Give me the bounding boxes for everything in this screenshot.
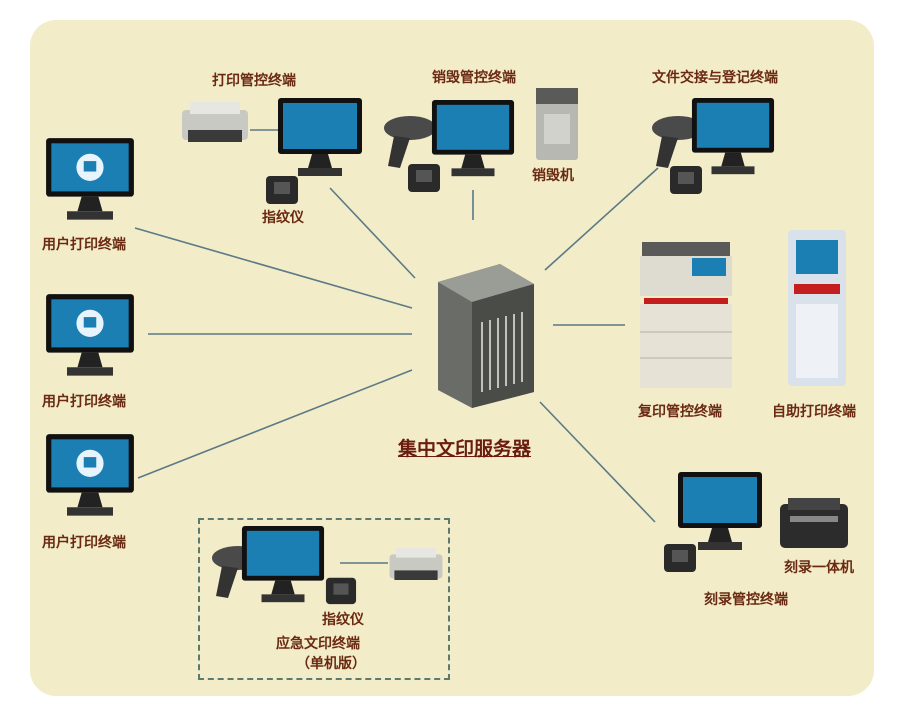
shredder-label: 销毁机 — [532, 168, 574, 184]
monitor-icon — [431, 99, 515, 177]
user-terminal-1-label: 用户打印终端 — [42, 237, 126, 253]
monitor-icon — [241, 525, 325, 603]
fingerprint-icon — [670, 166, 702, 194]
monitor-icon — [678, 472, 762, 550]
line-user-3 — [137, 369, 413, 479]
burn-machine-label: 刻录一体机 — [784, 560, 854, 576]
destroy-control-label: 销毁管控终端 — [432, 70, 516, 86]
user-monitor-icon — [46, 294, 134, 376]
disc-burner-icon — [780, 498, 848, 548]
monitor-icon — [691, 97, 775, 175]
print-control-label: 打印管控终端 — [212, 73, 296, 89]
monitor-icon — [278, 98, 362, 176]
server-tower-icon — [438, 264, 534, 408]
fingerprint-icon — [408, 164, 440, 192]
fingerprint-icon — [325, 577, 357, 605]
emergency-group-box — [198, 518, 450, 680]
user-monitor-icon — [46, 138, 134, 220]
emergency-label: 应急文印终端 — [276, 636, 360, 652]
user-terminal-3-label: 用户打印终端 — [42, 535, 126, 551]
fingerprint-1-label: 指纹仪 — [262, 210, 304, 226]
fingerprint-icon — [266, 176, 298, 204]
fingerprint-icon — [664, 544, 696, 572]
barcode-scanner-icon — [652, 116, 704, 168]
fingerprint-2-label: 指纹仪 — [322, 612, 364, 628]
file-exchange-label: 文件交接与登记终端 — [652, 70, 778, 86]
copy-control-label: 复印管控终端 — [638, 404, 722, 420]
line-print-control — [329, 187, 416, 279]
barcode-scanner-icon — [384, 116, 436, 168]
kiosk-icon — [788, 230, 846, 386]
server-label: 集中文印服务器 — [398, 438, 532, 460]
user-terminal-2-label: 用户打印终端 — [42, 394, 126, 410]
line-user-1 — [134, 227, 413, 309]
user-monitor-icon — [46, 434, 134, 516]
shredder-icon — [536, 88, 578, 160]
emergency-sub-label: （单机版） — [296, 656, 366, 672]
printer-icon — [182, 102, 248, 142]
printer-icon — [389, 548, 443, 580]
line-burn-control — [539, 401, 656, 523]
self-print-label: 自助打印终端 — [772, 404, 856, 420]
burn-control-label: 刻录管控终端 — [704, 592, 788, 608]
copier-icon — [640, 242, 732, 388]
line-file-exchange — [544, 167, 659, 271]
